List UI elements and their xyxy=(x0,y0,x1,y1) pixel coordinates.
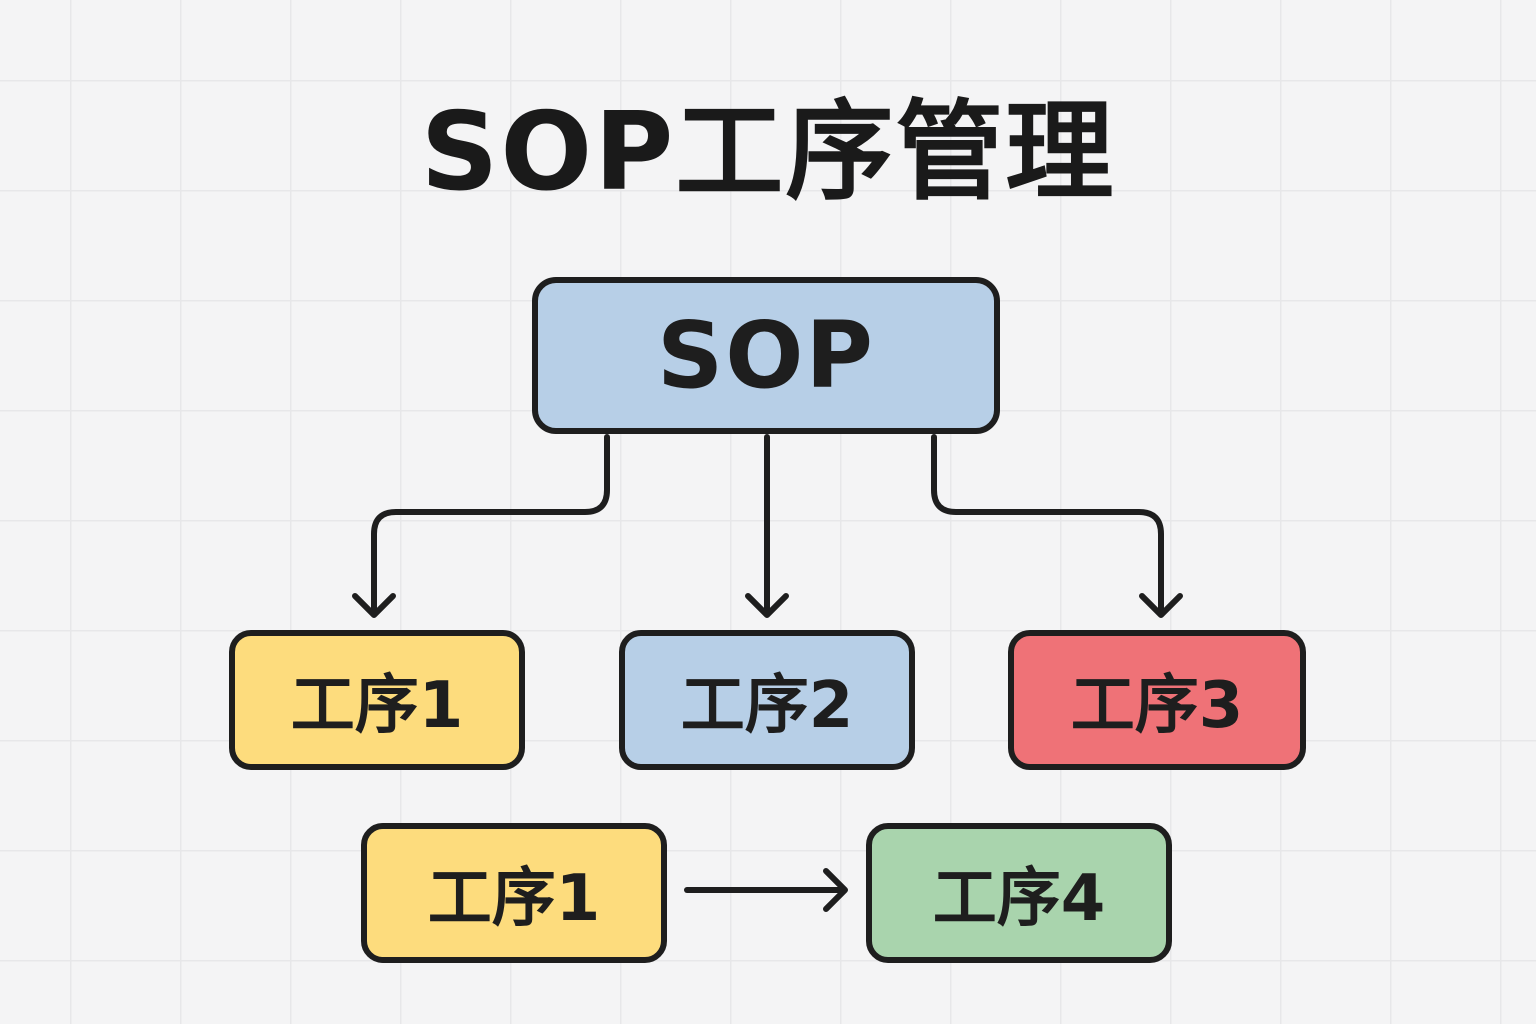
edge-sop-step1 xyxy=(371,434,610,615)
node-step1-secondary[interactable]: 工序1 xyxy=(361,823,667,963)
node-step1-label: 工序1 xyxy=(290,669,464,743)
node-step2[interactable]: 工序2 xyxy=(619,630,915,770)
node-step4-label: 工序4 xyxy=(932,862,1106,936)
node-sop-label: SOP xyxy=(657,302,875,409)
node-step2-label: 工序2 xyxy=(680,669,854,743)
edge-sop-step2-arrowhead xyxy=(745,593,789,618)
node-step3-label: 工序3 xyxy=(1070,669,1244,743)
edge-sop-step3-arrowhead xyxy=(1139,593,1183,618)
edge-sop-step3 xyxy=(931,434,1164,615)
node-step1-secondary-label: 工序1 xyxy=(427,862,601,936)
node-step3[interactable]: 工序3 xyxy=(1008,630,1306,770)
node-sop[interactable]: SOP xyxy=(532,277,1000,434)
edge-step1b-step4-arrowhead xyxy=(823,868,848,912)
diagram-title: SOP工序管理 xyxy=(420,90,1116,215)
edge-sop-step1-arrowhead xyxy=(352,593,396,618)
node-step1[interactable]: 工序1 xyxy=(229,630,525,770)
node-step4[interactable]: 工序4 xyxy=(866,823,1172,963)
